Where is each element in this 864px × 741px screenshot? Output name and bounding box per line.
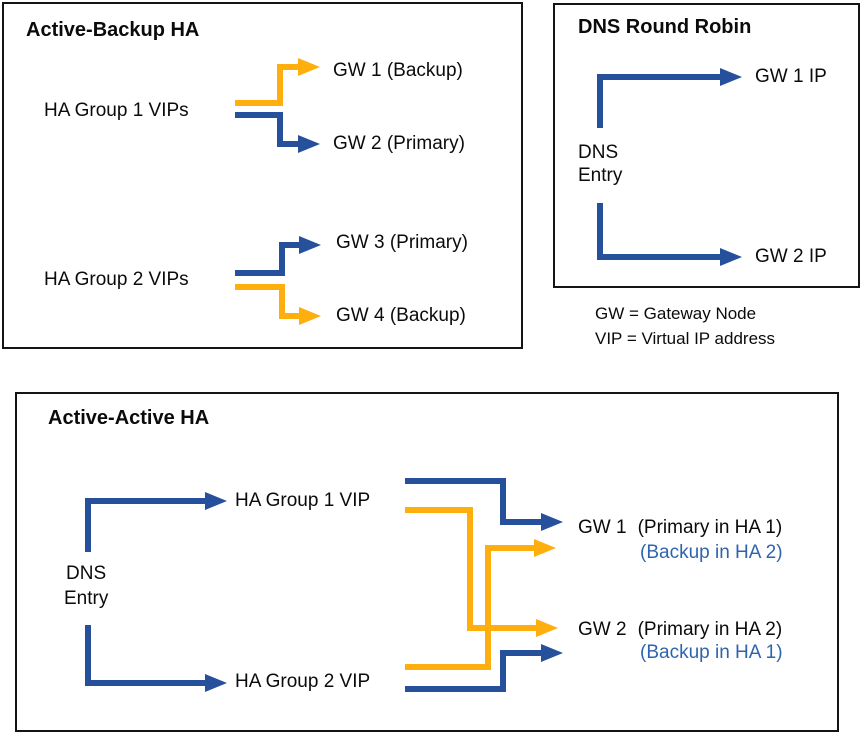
dns-entry-label-line1: DNS (578, 142, 619, 163)
arrowhead-dns-to-gw1-ip (720, 68, 742, 86)
ha-group-2-vips-label: HA Group 2 VIPs (44, 269, 189, 290)
gw2-primary-label: GW 2 (Primary) (333, 133, 465, 154)
active-backup-title: Active-Backup HA (26, 19, 200, 41)
arrowhead-vip1-to-gw1 (541, 513, 563, 531)
arrowhead-vip1-to-gw2 (536, 619, 558, 637)
gw1-ip-label: GW 1 IP (755, 66, 827, 87)
gw1-name: GW 1 (578, 517, 627, 538)
arrow-dns-to-vip2 (85, 625, 207, 686)
arrowhead-vip2-to-gw1 (534, 539, 556, 557)
arrow-hag1-to-gw1-backup (235, 64, 300, 106)
arrow-dns-to-gw1-ip (597, 74, 722, 128)
arrowhead-dns-to-vip1 (205, 492, 227, 510)
arrowhead-hag1-to-gw1-backup (298, 58, 320, 76)
ha-group-1-vips-label: HA Group 1 VIPs (44, 100, 189, 121)
ha-group-1-vip-label: HA Group 1 VIP (235, 490, 371, 511)
arrow-vip2-to-gw2 (405, 650, 543, 692)
gw2-primary-role: (Primary in HA 2) (637, 619, 783, 640)
dns-round-robin-panel (553, 3, 860, 288)
arrow-dns-to-gw2-ip (597, 203, 722, 260)
legend-vip: VIP = Virtual IP address (595, 329, 776, 348)
gw2-row: GW 2 (Primary in HA 2) (578, 619, 782, 641)
arrowhead-vip2-to-gw2 (541, 644, 563, 662)
dns-round-robin-title: DNS Round Robin (578, 16, 752, 38)
gw1-primary-role: (Primary in HA 1) (637, 517, 783, 538)
arrowhead-hag1-to-gw2-primary (298, 135, 320, 153)
gw4-backup-label: GW 4 (Backup) (336, 305, 466, 326)
ha-group-2-vip-label: HA Group 2 VIP (235, 671, 371, 692)
gw1-backup-role: (Backup in HA 2) (640, 542, 783, 563)
dns-entry2-label-line1: DNS (66, 563, 107, 584)
legend-gw: GW = Gateway Node (595, 304, 757, 323)
arrow-hag2-to-gw3-primary (235, 242, 301, 276)
arrowhead-hag2-to-gw4-backup (299, 307, 321, 325)
gw2-name: GW 2 (578, 619, 627, 640)
active-active-panel (15, 392, 839, 732)
arrow-vip2-to-gw1 (405, 545, 536, 670)
gw3-primary-label: GW 3 (Primary) (336, 232, 468, 253)
arrowhead-dns-to-gw2-ip (720, 248, 742, 266)
active-backup-panel (2, 2, 523, 349)
active-active-title: Active-Active HA (48, 407, 210, 429)
gw1-row: GW 1 (Primary in HA 1) (578, 517, 782, 539)
arrow-vip1-to-gw1 (405, 478, 543, 525)
arrow-dns-to-vip1 (85, 498, 207, 552)
dns-entry2-label-line2: Entry (64, 588, 109, 609)
dns-entry-label-line2: Entry (578, 165, 623, 186)
gw2-backup-role: (Backup in HA 1) (640, 642, 783, 663)
gw2-ip-label: GW 2 IP (755, 246, 827, 267)
arrow-hag1-to-gw2-primary (235, 112, 300, 147)
arrowhead-dns-to-vip2 (205, 674, 227, 692)
arrow-hag2-to-gw4-backup (235, 284, 301, 319)
arrowhead-hag2-to-gw3-primary (299, 236, 321, 254)
arrow-vip1-to-gw2 (405, 507, 538, 631)
gw1-backup-label: GW 1 (Backup) (333, 60, 463, 81)
